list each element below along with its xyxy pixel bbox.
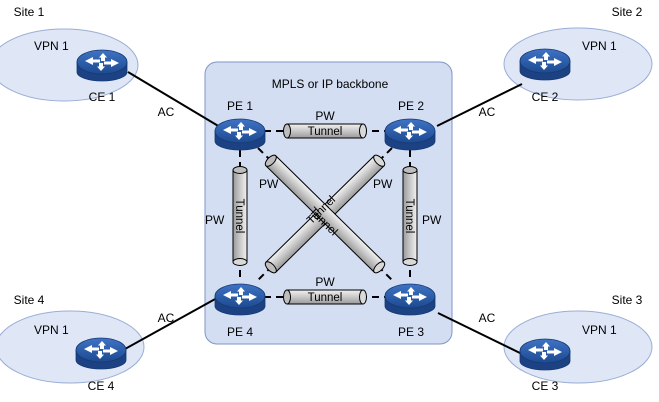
pe4-label: PE 4	[227, 325, 253, 339]
site2-cloud	[503, 27, 653, 101]
pe3-router-icon	[384, 283, 436, 316]
ac-label-site1: AC	[158, 105, 175, 119]
tunnel-pe4-pe3: Tunnel	[283, 289, 367, 305]
pe1-label: PE 1	[227, 99, 253, 113]
pw-labels: PW PW PW PW PW PW	[205, 109, 442, 289]
ce3-router-icon	[519, 338, 571, 371]
pe2-label: PE 2	[398, 99, 424, 113]
site4-name: Site 4	[14, 293, 45, 307]
tunnel-label: Tunnel	[308, 126, 343, 138]
ce1-label: CE 1	[89, 90, 116, 104]
pe2-router-icon	[384, 118, 436, 151]
tunnel-pe2-pe3: Tunnel	[402, 166, 418, 266]
tunnel-pe1-pe3	[264, 154, 386, 274]
site2-vpn-label: VPN 1	[582, 39, 617, 53]
ce3-label: CE 3	[532, 379, 559, 393]
ce4-label: CE 4	[88, 379, 115, 393]
tunnel-pe1-pe4: Tunnel	[232, 166, 248, 266]
site3-vpn-label: VPN 1	[582, 323, 617, 337]
ac-link-site2	[436, 83, 523, 127]
site1-vpn-label: VPN 1	[34, 39, 69, 53]
site4-vpn-label: VPN 1	[34, 323, 69, 337]
pw-label-pe1-pe3: PW	[259, 177, 279, 191]
pe4-router-icon	[214, 283, 266, 316]
ac-label-site4: AC	[158, 311, 175, 325]
site2-name: Site 2	[612, 5, 643, 19]
ac-label-site3: AC	[479, 311, 496, 325]
site1-cloud	[0, 28, 139, 102]
ce1-router-icon	[76, 49, 128, 82]
ac-link-site4	[124, 297, 218, 350]
pw-label-pe2-pe4: PW	[373, 177, 393, 191]
tunnel-label: Tunnel	[403, 199, 415, 234]
ac-label-site2: AC	[479, 105, 496, 119]
ce4-router-icon	[75, 337, 127, 370]
pw-label-pe1-pe4: PW	[205, 213, 225, 227]
pw-label-pe1-pe2: PW	[315, 109, 335, 123]
ac-links	[124, 71, 523, 355]
pw-label-pe4-pe3: PW	[315, 275, 335, 289]
ac-link-site3	[437, 312, 523, 355]
site1-name: Site 1	[14, 5, 45, 19]
pw-label-pe2-pe3: PW	[422, 213, 442, 227]
backbone-label: MPLS or IP backbone	[272, 77, 389, 91]
tunnel-label: Tunnel	[308, 292, 343, 304]
tunnel-label: Tunnel	[233, 199, 245, 234]
pe1-router-icon	[214, 118, 266, 151]
tunnel-pe1-pe2: Tunnel	[283, 123, 367, 139]
ce2-label: CE 2	[532, 90, 559, 104]
site3-name: Site 3	[612, 293, 643, 307]
ac-link-site1	[127, 71, 221, 128]
pe3-label: PE 3	[398, 325, 424, 339]
ce2-router-icon	[519, 48, 571, 81]
